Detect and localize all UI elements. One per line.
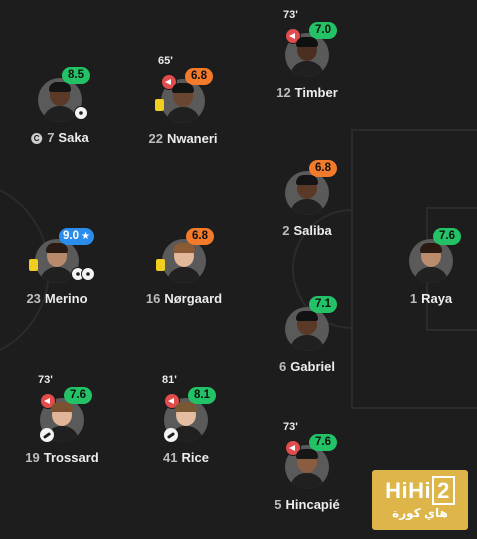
assist-boot-icon bbox=[40, 428, 54, 442]
player-photo bbox=[38, 78, 82, 122]
player-photo bbox=[285, 307, 329, 351]
rating-badge: 7.6 bbox=[64, 387, 92, 404]
substitution-minute: 73' bbox=[38, 374, 53, 386]
star-icon: ★ bbox=[81, 231, 90, 242]
substitution-minute: 65' bbox=[158, 55, 173, 67]
substitution-minute: 73' bbox=[283, 421, 298, 433]
substitution-minute: 81' bbox=[162, 374, 177, 386]
rating-badge: 6.8 bbox=[185, 68, 213, 85]
player-name: Gabriel bbox=[290, 359, 336, 374]
player-name: Nørgaard bbox=[164, 291, 223, 306]
player-name: Timber bbox=[294, 85, 338, 100]
player-name: Raya bbox=[421, 291, 453, 306]
captain-icon: C bbox=[31, 133, 43, 144]
rating-badge: 9.0★ bbox=[59, 228, 94, 245]
player-photo bbox=[285, 445, 329, 489]
shirt-number: 12 bbox=[276, 85, 291, 100]
shirt-number: 1 bbox=[409, 291, 418, 306]
rating-badge: 7.0 bbox=[309, 22, 337, 39]
shirt-number: 5 bbox=[274, 497, 282, 512]
shirt-number: 7 bbox=[47, 130, 55, 145]
rating-badge: 7.1 bbox=[309, 296, 337, 313]
substitution-minute: 73' bbox=[283, 9, 298, 21]
player-name: Rice bbox=[181, 450, 209, 465]
yellow-card-icon bbox=[155, 99, 164, 111]
rating-badge: 6.8 bbox=[186, 228, 214, 245]
player-name: Trossard bbox=[43, 450, 99, 465]
goal-ball-icon bbox=[81, 267, 95, 281]
rating-badge: 7.6 bbox=[309, 434, 337, 451]
shirt-number: 19 bbox=[25, 450, 40, 465]
shirt-number: 6 bbox=[278, 359, 287, 374]
penalty-box bbox=[351, 129, 477, 409]
player-name: Merino bbox=[44, 291, 88, 306]
yellow-card-icon bbox=[29, 259, 38, 271]
player-name: Hincapié bbox=[285, 497, 340, 512]
watermark-arabic-text: هاي كورة bbox=[392, 506, 448, 520]
player-name: Saliba bbox=[293, 223, 332, 238]
shirt-number: 22 bbox=[148, 131, 163, 146]
rating-badge: 8.1 bbox=[188, 387, 216, 404]
shirt-number: 41 bbox=[163, 450, 178, 465]
shirt-number: 2 bbox=[282, 223, 290, 238]
assist-boot-icon bbox=[164, 428, 178, 442]
player-photo bbox=[409, 239, 453, 283]
rating-badge: 8.5 bbox=[62, 67, 90, 84]
rating-badge: 6.8 bbox=[309, 160, 337, 177]
rating-badge: 7.6 bbox=[433, 228, 461, 245]
player-photo bbox=[162, 239, 206, 283]
player-photo bbox=[161, 79, 205, 123]
player-name: Saka bbox=[58, 130, 89, 145]
goal-ball-icon bbox=[74, 106, 88, 120]
player-photo bbox=[285, 33, 329, 77]
player-name: Nwaneri bbox=[166, 131, 218, 146]
shirt-number: 16 bbox=[145, 291, 161, 306]
yellow-card-icon bbox=[156, 259, 165, 271]
player-photo bbox=[285, 171, 329, 215]
shirt-number: 23 bbox=[26, 291, 41, 306]
